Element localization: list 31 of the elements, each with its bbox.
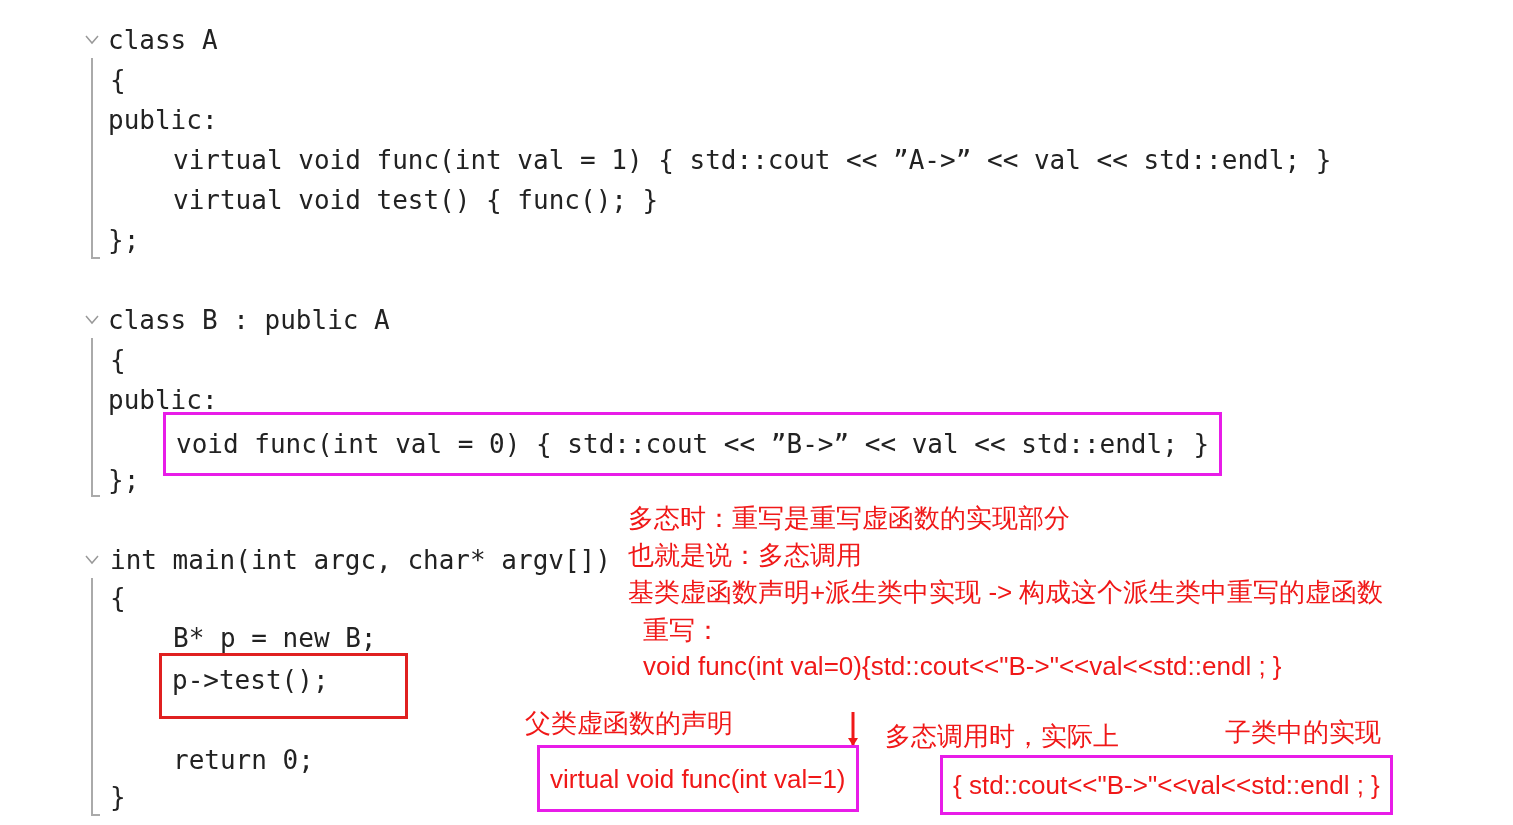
annotation-text: 子类中的实现 (1225, 716, 1381, 748)
code-line: virtual void func(int val = 1) { std::cout << ”A->” << val << std::endl; } (173, 144, 1332, 176)
code-line: public: (108, 104, 218, 136)
annotation-text: { std::cout<<"B->"<<val<<std::endl ; } (953, 769, 1380, 801)
code-line: B* p = new B; (173, 622, 377, 654)
highlight-box (537, 745, 859, 812)
code-line: { (110, 582, 126, 614)
annotation-text: 多态调用时，实际上 (885, 720, 1119, 752)
code-line: }; (108, 224, 140, 256)
annotation-text: 重写： (643, 614, 721, 646)
code-text: p->test(); (172, 664, 330, 696)
arrow (848, 712, 858, 746)
code-line: { (110, 64, 126, 96)
code-line: return 0; (173, 744, 314, 776)
code-line: public: (108, 384, 218, 416)
annotation-text: 也就是说：多态调用 (628, 539, 862, 571)
code-line: class A (108, 24, 218, 56)
code-line: }; (108, 464, 140, 496)
annotation-text: void func(int val=0){std::cout<<"B->"<<val<<std::endl ; } (643, 650, 1282, 682)
annotation-text: 父类虚函数的声明 (525, 707, 733, 739)
annotation-text: 多态时：重写是重写虚函数的实现部分 (628, 502, 1070, 534)
code-line: int main(int argc, char* argv[]) (110, 544, 611, 576)
code-text: void func(int val = 0) { std::cout << ”B->” << val << std::endl; } (176, 428, 1210, 460)
code-line: } (110, 781, 126, 813)
highlight-box (159, 653, 408, 719)
annotation-text: virtual void func(int val=1) (550, 762, 846, 795)
code-line: { (110, 344, 126, 376)
highlight-box (940, 755, 1393, 815)
annotation-text: 基类虚函数声明+派生类中实现 -> 构成这个派生类中重写的虚函数 (628, 576, 1384, 608)
code-line: virtual void test() { func(); } (173, 184, 659, 216)
code-line: class B : public A (108, 304, 390, 336)
